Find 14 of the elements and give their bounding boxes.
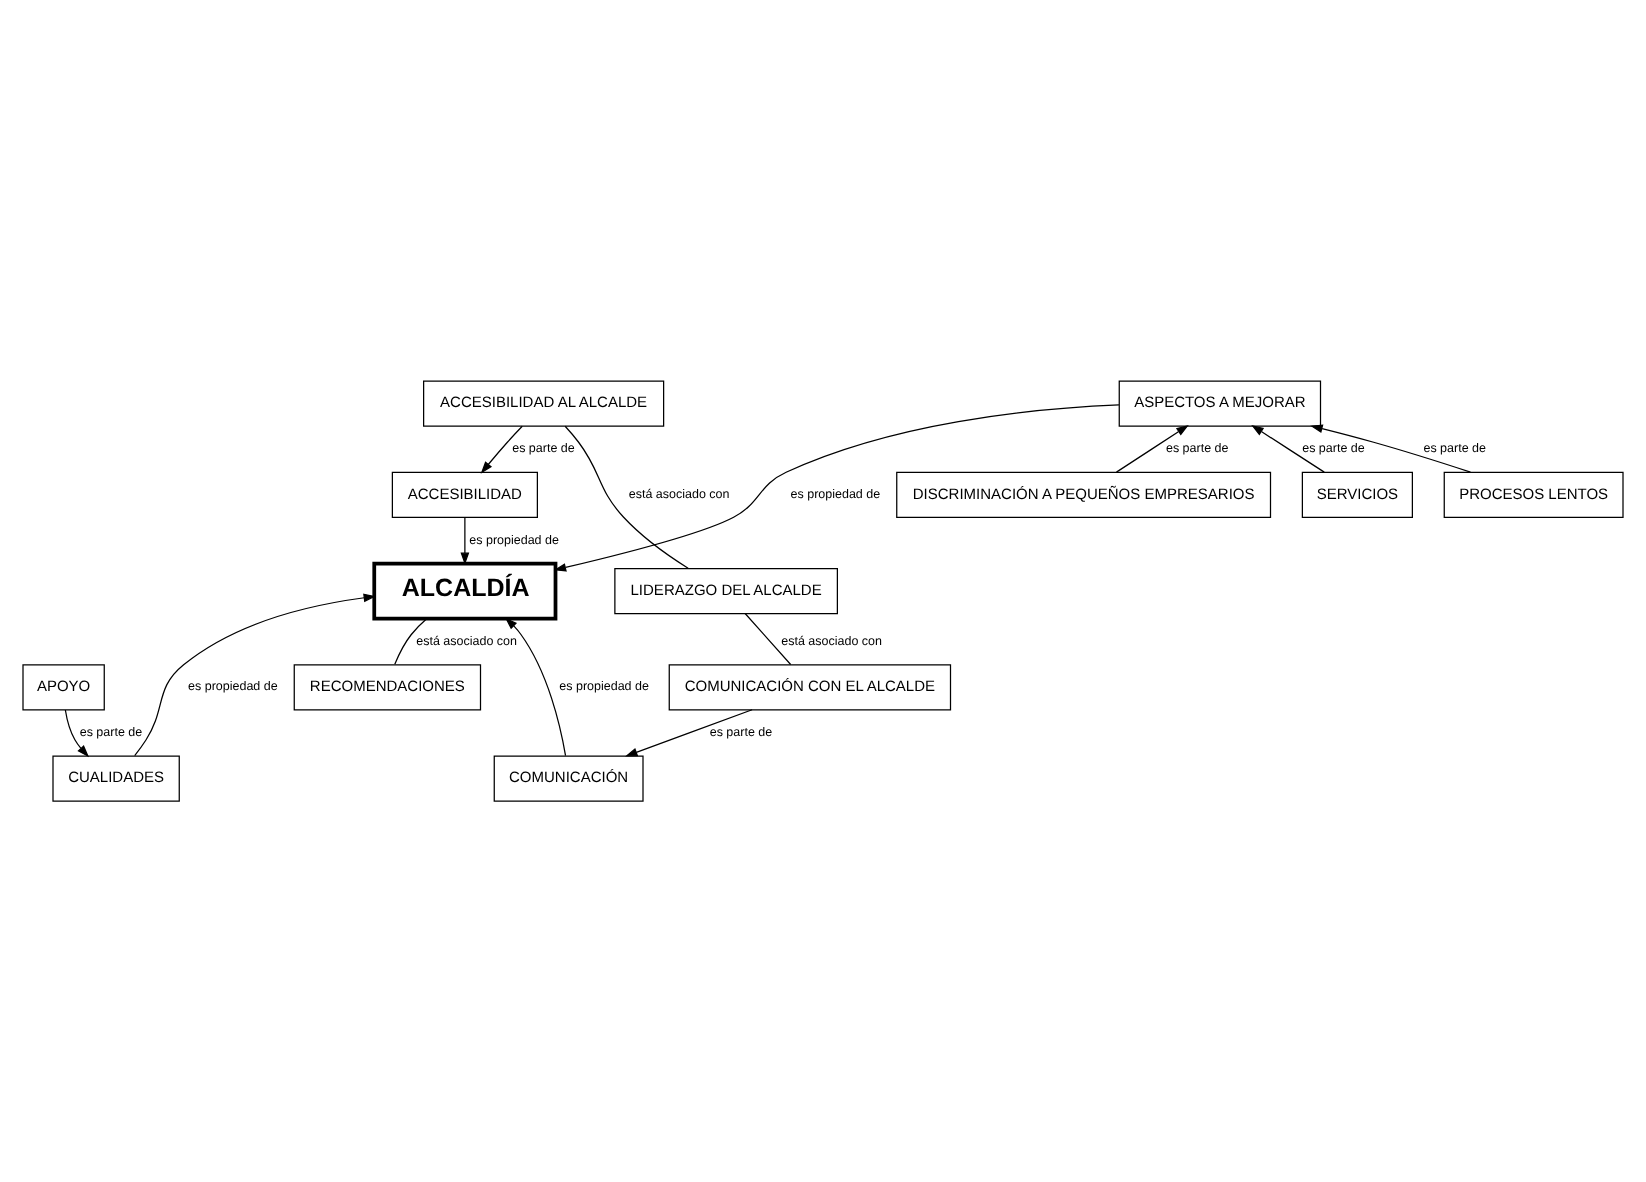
connector (564, 425, 689, 569)
arrow (460, 516, 470, 566)
arrow (1251, 425, 1325, 473)
arrow (64, 709, 90, 758)
arrow (553, 404, 1120, 572)
connector (394, 617, 428, 665)
arrow (625, 709, 753, 757)
arrow (1115, 424, 1189, 473)
arrow (504, 617, 567, 757)
node-box: ALCALDÍA (372, 561, 558, 621)
arrow (1310, 424, 1472, 473)
connector (744, 612, 792, 666)
arrow (134, 593, 377, 757)
arrow (480, 425, 523, 474)
